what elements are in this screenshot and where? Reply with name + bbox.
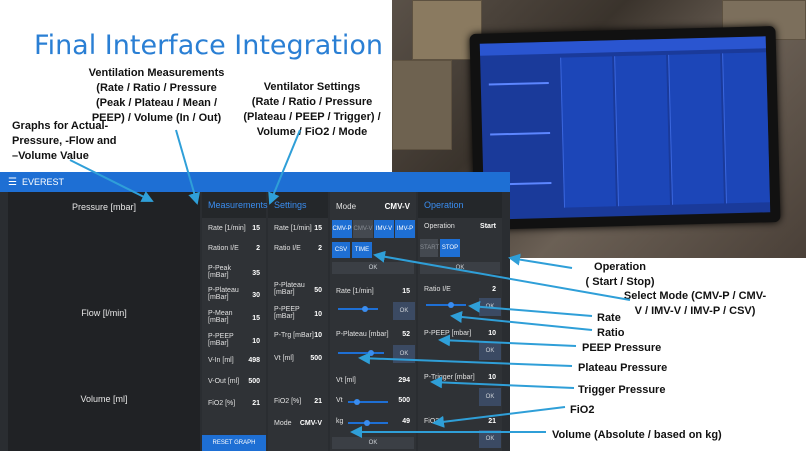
fio2-ok-button[interactable]: OK	[479, 430, 501, 448]
operation-heading: Operation	[418, 192, 502, 218]
vt-setting: Vt [ml]294	[336, 377, 410, 384]
mode-time-button[interactable]: TIME	[352, 242, 372, 258]
measurements-heading: Measurements	[202, 192, 268, 218]
mode-imv-p-button[interactable]: IMV-P	[395, 220, 415, 238]
annotation-ratio: Ratio	[597, 327, 625, 339]
measurement-row: P-PEEP [mBar]	[208, 333, 234, 347]
measurement-row: V-In [ml]498	[208, 357, 260, 364]
rate-ok-button[interactable]: OK	[393, 302, 415, 320]
plateau-setting: P-Plateau [mbar]52	[336, 331, 410, 338]
annotation-operation: Operation ( Start / Stop)	[585, 261, 655, 288]
ratio-ok-button[interactable]: OK	[479, 298, 501, 316]
annotation-trigger: Trigger Pressure	[578, 384, 666, 396]
plateau-slider[interactable]	[338, 352, 384, 354]
setting-row: Vt [ml]500	[274, 355, 322, 362]
operation-ok-button[interactable]: OK	[420, 262, 500, 274]
plateau-slider-knob[interactable]	[368, 350, 374, 356]
annotation-measurements: Ventilation Measurements (Rate / Ratio /…	[88, 67, 225, 124]
mode-csv-button[interactable]: CSV	[332, 242, 350, 258]
annotation-volume: Volume (Absolute / based on kg)	[552, 429, 722, 441]
app-title: EVEREST	[21, 177, 64, 187]
vt-slider-knob[interactable]	[354, 399, 360, 405]
peep-ok-button[interactable]: OK	[479, 342, 501, 360]
stop-button[interactable]: STOP	[440, 239, 460, 257]
measurement-row: P-Plateau [mBar]	[208, 287, 239, 301]
setting-row: FiO2 [%]21	[274, 398, 322, 405]
kg-slider-knob[interactable]	[364, 420, 370, 426]
setting-row: P-Trg [mBar]10	[274, 332, 322, 339]
annotation-select-mode: Select Mode (CMV-P / CMV- V / IMV-V / IM…	[623, 290, 767, 317]
annotation-graphs: Graphs for Actual- Pressure, -Flow and –…	[12, 120, 117, 162]
slide-title: Final Interface Integration	[34, 30, 384, 61]
rate-slider-knob[interactable]	[362, 306, 368, 312]
plateau-ok-button[interactable]: OK	[393, 345, 415, 363]
menu-icon[interactable]: ☰	[8, 177, 17, 188]
app-bar: ☰ EVEREST	[0, 172, 510, 192]
settings-heading: Settings	[268, 192, 328, 218]
measurement-row: V-Out [ml]500	[208, 378, 260, 385]
annotation-settings: Ventilator Settings (Rate / Ratio / Pres…	[243, 81, 381, 138]
mode-cmv-p-button[interactable]: CMV-P	[332, 220, 352, 238]
rate-slider[interactable]	[338, 308, 378, 310]
start-button[interactable]: START	[420, 239, 439, 257]
measurement-row: FiO2 [%]21	[208, 400, 260, 407]
volume-ok-button[interactable]: OK	[332, 437, 414, 449]
pressure-graph-label: Pressure [mbar]	[71, 202, 137, 212]
flow-graph-label: Flow [l/min]	[81, 308, 127, 318]
trigger-ok-button[interactable]: OK	[479, 388, 501, 406]
ventilator-app: ☰ EVEREST Pressure [mbar] Flow [l/min] Vo…	[0, 172, 510, 451]
reset-graph-button[interactable]: RESET GRAPH	[202, 435, 266, 451]
ratio-slider-knob[interactable]	[448, 302, 454, 308]
rate-setting: Rate [1/min]15	[336, 288, 410, 295]
measurement-row: Rate [1/min]15	[208, 225, 260, 232]
mode-ok-button[interactable]: OK	[332, 262, 414, 274]
vt-slider[interactable]	[348, 401, 388, 403]
measurement-row: P-Peak [mBar]	[208, 265, 231, 279]
setting-row: Rate [1/min]15	[274, 225, 322, 232]
annotation-fio2: FiO2	[570, 404, 595, 416]
mode-imv-v-button[interactable]: IMV-V	[374, 220, 394, 238]
annotation-peep: PEEP Pressure	[582, 342, 662, 354]
arrow-operation	[508, 253, 573, 269]
setting-row: P-Plateau [mBar]	[274, 282, 305, 296]
annotation-plateau: Plateau Pressure	[578, 362, 668, 374]
setting-row: P-PEEP [mBar]	[274, 306, 300, 320]
volume-graph-label: Volume [ml]	[80, 394, 128, 404]
graphs-panel: Pressure [mbar] Flow [l/min] Volume [ml]	[8, 192, 200, 451]
annotation-rate: Rate	[597, 312, 621, 324]
measurement-row: P-Mean [mBar]	[208, 310, 233, 324]
mode-cmv-v-button[interactable]: CMV-V	[353, 220, 373, 238]
peep-setting: P-PEEP [mbar]10	[424, 330, 496, 337]
ratio-slider[interactable]	[426, 304, 466, 306]
trigger-setting: P-Trigger [mbar]10	[424, 374, 496, 381]
